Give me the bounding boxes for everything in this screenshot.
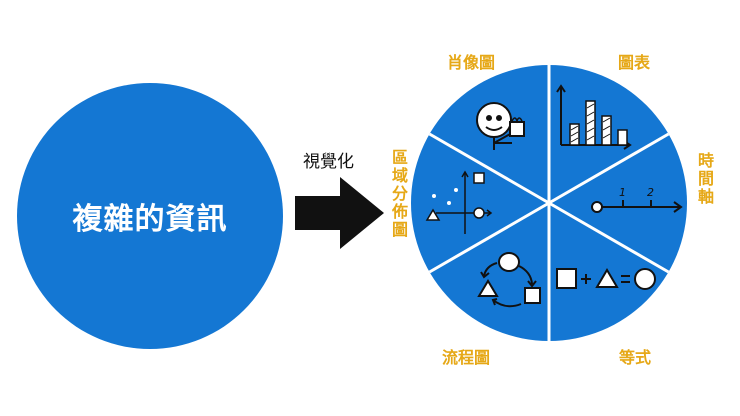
flowchart-icon [477,252,541,308]
scatter-plot-icon [425,170,493,234]
arrow-label: 視覺化 [303,152,354,172]
arrow-icon [295,177,384,249]
label-timeline: 時間軸 [695,152,714,206]
label-equation: 等式 [619,348,652,367]
label-chart: 圖表 [618,53,651,72]
portrait-icon [476,102,525,150]
label-portrait: 肖像圖 [447,53,496,72]
equation-icon [556,268,656,290]
timeline-icon: 1 2 [591,186,683,213]
timeline-tick-2: 2 [647,186,654,199]
complex-info-label: 複雜的資訊 [72,202,228,237]
complex-info-circle: 複雜的資訊 [17,83,283,349]
bar-chart-icon [556,84,632,150]
label-scatter: 區域分佈圖 [389,149,408,239]
wheel-dividers [428,65,670,341]
timeline-tick-1: 1 [619,186,626,199]
label-flowchart: 流程圖 [442,348,491,367]
